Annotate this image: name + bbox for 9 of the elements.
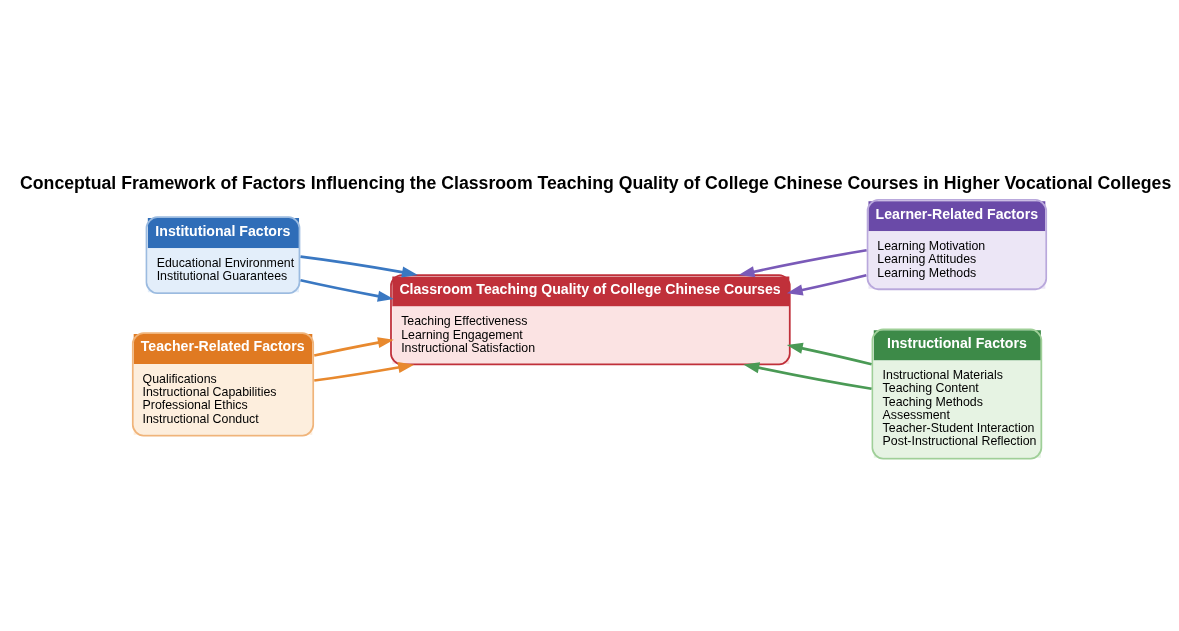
diagram-title: Conceptual Framework of Factors Influencing the Classroom Teaching Quality of College Chinese Courses in Higher Vocational Colleges [20,172,1172,193]
arrow [786,342,872,366]
arrow [300,278,394,302]
arrow [314,361,415,382]
arrow [313,336,394,357]
arrow [300,254,418,278]
arrow [786,273,867,295]
arrow [738,248,867,277]
arrow [743,361,872,390]
